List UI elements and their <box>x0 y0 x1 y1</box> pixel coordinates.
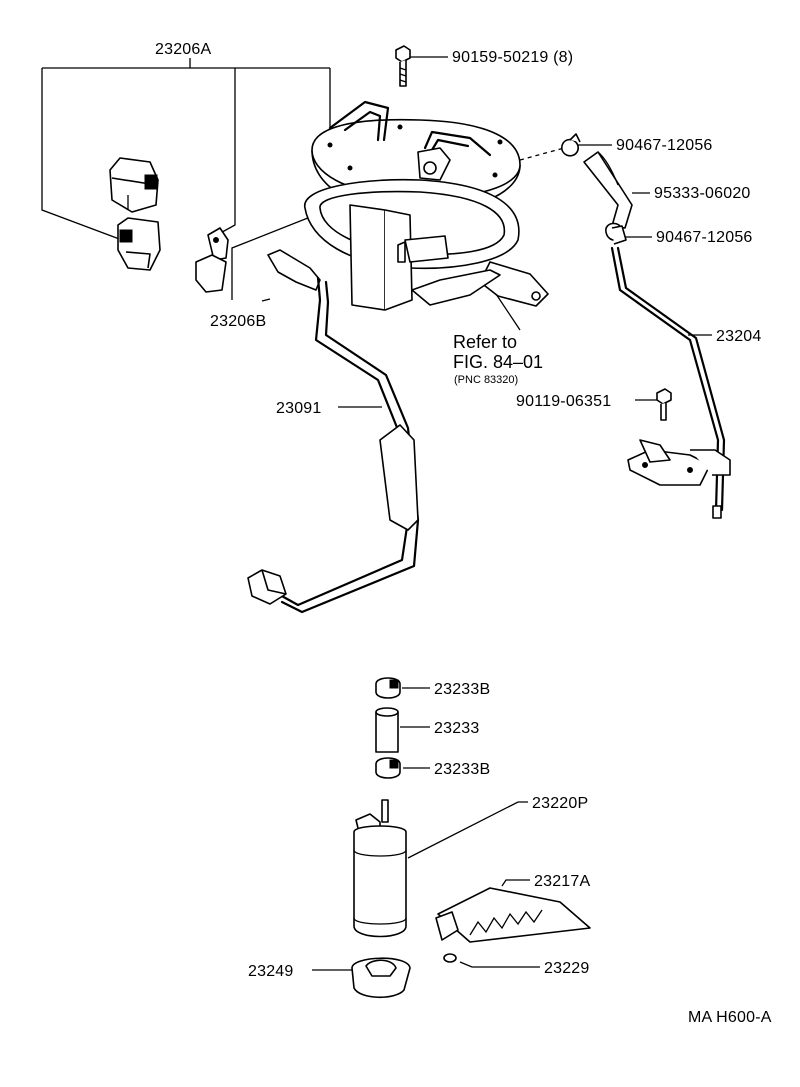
fuel-pump-23220p <box>353 799 407 938</box>
label-23217a: 23217A <box>534 873 590 890</box>
clamp-90467-top <box>561 133 581 157</box>
label-23206b: 23206B <box>210 313 266 330</box>
connector-23206a-lower <box>117 217 161 271</box>
label-23220p: 23220P <box>532 795 588 812</box>
bolt-90159 <box>395 45 411 87</box>
hose-23091 <box>247 249 420 614</box>
label-23204: 23204 <box>716 328 762 345</box>
filter-23217a <box>435 887 591 943</box>
clip-23233b-lower <box>375 757 401 779</box>
label-23233b-lower: 23233B <box>434 761 490 778</box>
label-95333: 95333-06020 <box>654 185 751 202</box>
label-23233: 23233 <box>434 720 480 737</box>
tube-23204 <box>610 246 731 519</box>
label-refer-pnc: (PNC 83320) <box>454 374 518 386</box>
leader-lines <box>41 56 712 971</box>
clip-23233b-upper <box>375 677 401 699</box>
connector-23206a-upper <box>109 157 159 213</box>
label-23249: 23249 <box>248 963 294 980</box>
hose-23233 <box>375 707 399 753</box>
clamp-90467-bottom <box>605 222 627 245</box>
label-23233b-upper: 23233B <box>434 681 490 698</box>
cushion-23249 <box>351 957 411 999</box>
bolt-90119 <box>656 388 672 421</box>
label-90159: 90159-50219 (8) <box>452 49 573 66</box>
label-23229: 23229 <box>544 960 590 977</box>
label-90467-bottom: 90467-12056 <box>656 229 753 246</box>
fuel-pump-assembly <box>304 100 549 311</box>
label-refer-to: Refer to <box>453 332 517 352</box>
label-23206a: 23206A <box>155 41 211 58</box>
part-labels: 23206A 90159-50219 (8) 90467-12056 95333… <box>155 41 772 1026</box>
label-23091: 23091 <box>276 400 322 417</box>
label-90467-top: 90467-12056 <box>616 137 713 154</box>
diagram-code: MA H600-A <box>688 1009 772 1026</box>
retainer-23229 <box>443 953 457 963</box>
label-refer-fig: FIG. 84–01 <box>453 352 543 372</box>
hose-95333 <box>583 151 633 229</box>
label-90119: 90119-06351 <box>516 393 611 410</box>
bracket-23206a <box>195 227 229 293</box>
